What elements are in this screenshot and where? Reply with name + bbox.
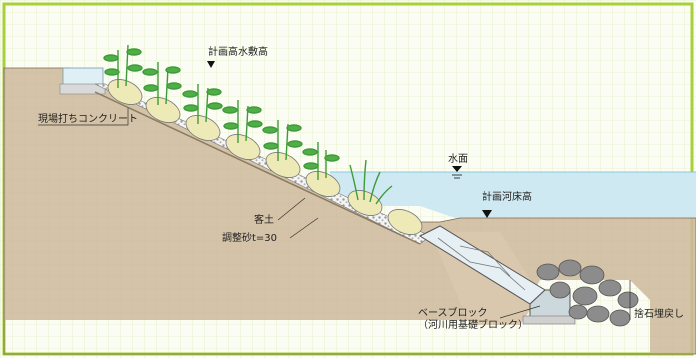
label-water-surface: 水面 [448, 153, 468, 165]
plant [262, 120, 303, 161]
fill-soil-pocket [347, 190, 383, 216]
label-site-concrete: 現場打ちコンクリート [38, 112, 138, 125]
fill-soil-pocket [387, 209, 423, 235]
plant [142, 62, 182, 105]
label-adjust-sand: 調整砂t=30 [222, 231, 277, 244]
leader-fill-soil [277, 197, 306, 221]
site-concrete [62, 67, 104, 87]
fill-soil-pocket [265, 152, 301, 178]
fill-soil-pocket [107, 79, 143, 105]
label-riprap: 捨石埋戻し [634, 307, 684, 320]
label-planned-high-water: 計画高水敷高 [208, 45, 268, 58]
plant [182, 84, 223, 124]
label-base-block: ベースブロック [418, 306, 488, 319]
label-base-block-sub: （河川用基礎ブロック） [418, 318, 528, 331]
label-fill-soil: 客土 [254, 213, 274, 226]
base-block [418, 225, 571, 319]
fill-soil-pocket [185, 115, 221, 141]
adjust-sand-layer [94, 91, 421, 245]
plant [302, 142, 340, 180]
leader-site-concrete [38, 108, 129, 126]
fill-soil-pocket [305, 171, 341, 197]
reed-plant [349, 159, 393, 205]
vegetation [103, 44, 393, 205]
leader-adjust-sand [289, 217, 319, 239]
planned-riverbed-marker [482, 210, 492, 218]
leader-base-block [499, 305, 541, 319]
plant [222, 100, 263, 143]
planting-blocks [107, 79, 423, 235]
water-surface-marker [452, 166, 462, 172]
fill-soil-pocket [225, 134, 261, 160]
river-water [330, 172, 696, 218]
base-concrete [522, 315, 576, 325]
riprap-stones [536, 259, 639, 327]
planned-high-water-marker [207, 61, 215, 68]
label-planned-riverbed: 計画河床高 [482, 190, 532, 203]
plant [103, 44, 143, 88]
fill-soil-pocket [145, 97, 181, 123]
